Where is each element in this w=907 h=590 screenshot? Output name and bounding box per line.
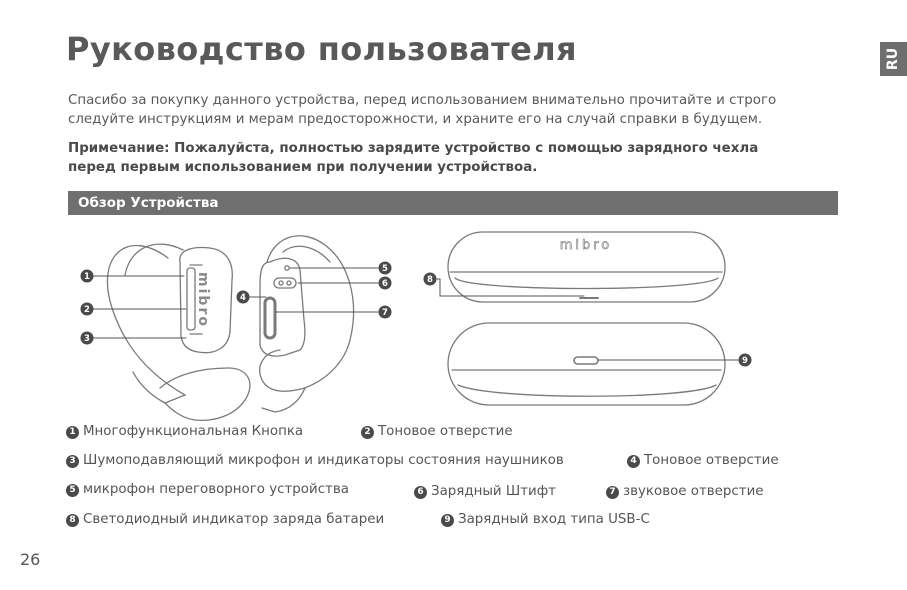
legend-number: 6 xyxy=(414,485,427,499)
callout-8: 8 xyxy=(423,272,437,286)
earbud-front-drawing xyxy=(106,243,251,421)
legend-number: 3 xyxy=(66,454,79,468)
legend-number: 1 xyxy=(66,425,79,439)
svg-text:8: 8 xyxy=(427,275,433,285)
svg-text:3: 3 xyxy=(84,334,90,344)
callout-6: 6 xyxy=(378,276,392,290)
language-tab: RU xyxy=(880,42,907,76)
device-illustration: mibro mibro 1 2 3 4 5 6 7 8 9 xyxy=(80,231,752,421)
callout-5: 5 xyxy=(378,261,392,275)
callout-1: 1 xyxy=(80,269,94,283)
svg-text:7: 7 xyxy=(382,308,388,318)
legend-item: 8 Светодиодный индикатор заряда батареи xyxy=(66,512,384,528)
svg-text:6: 6 xyxy=(382,279,388,289)
callout-2: 2 xyxy=(80,302,94,316)
language-label: RU xyxy=(885,47,902,71)
legend-item: 5 микрофон переговорного устройства xyxy=(66,482,349,498)
note-line-2: перед первым использованием при получени… xyxy=(68,160,538,175)
legend-number: 8 xyxy=(66,513,79,527)
legend-text: Светодиодный индикатор заряда батареи xyxy=(83,512,385,527)
earbud-brand-label: mibro xyxy=(195,272,211,328)
intro-line-1: Спасибо за покупку данного устройства, п… xyxy=(68,93,777,108)
svg-text:2: 2 xyxy=(84,305,90,315)
case-brand-label: mibro xyxy=(560,238,613,253)
legend-item: 4 Тоновое отверстие xyxy=(627,453,779,469)
legend-item: 7 звуковое отверстие xyxy=(606,484,764,500)
legend-text: микрофон переговорного устройства xyxy=(83,482,349,497)
earbud-back-drawing xyxy=(259,235,355,413)
legend-item: 9 Зарядный вход типа USB-C xyxy=(441,512,650,528)
legend-item: 3 Шумоподавляющий микрофон и индикаторы … xyxy=(66,453,564,469)
legend-text: Тоновое отверстие xyxy=(644,453,779,468)
intro-line-2: следуйте инструкциям и мерам предосторож… xyxy=(68,112,763,127)
legend-text: Тоновое отверстие xyxy=(378,424,513,439)
svg-text:9: 9 xyxy=(742,356,748,366)
legend-number: 2 xyxy=(361,425,374,439)
legend-number: 7 xyxy=(606,485,619,499)
legend-item: 2 Тоновое отверстие xyxy=(361,424,513,440)
legend-text: Зарядный Штифт xyxy=(431,484,556,499)
callout-3: 3 xyxy=(80,331,94,345)
page-number: 26 xyxy=(20,550,41,569)
legend-text: Многофункциональная Кнопка xyxy=(83,424,304,439)
note-line-1: Примечание: Пожалуйста, полностью заряди… xyxy=(68,141,759,156)
callout-4: 4 xyxy=(236,290,250,304)
legend-text: звуковое отверстие xyxy=(623,484,764,499)
legend-item: 6 Зарядный Штифт xyxy=(414,484,556,500)
case-bottom-drawing xyxy=(447,322,726,406)
legend-text: Зарядный вход типа USB-C xyxy=(458,512,650,527)
legend-number: 9 xyxy=(441,513,454,527)
intro-paragraph: Спасибо за покупку данного устройства, п… xyxy=(68,91,848,129)
legend-item: 1 Многофункциональная Кнопка xyxy=(66,424,303,440)
section-header: Обзор Устройства xyxy=(68,191,838,215)
callout-7: 7 xyxy=(378,305,392,319)
page-title: Руководство пользователя xyxy=(66,30,578,68)
callout-9: 9 xyxy=(738,353,752,367)
legend-number: 5 xyxy=(66,483,79,497)
legend-number: 4 xyxy=(627,454,640,468)
case-top-drawing xyxy=(447,231,726,303)
svg-text:1: 1 xyxy=(84,272,90,282)
svg-text:5: 5 xyxy=(382,264,388,274)
svg-text:4: 4 xyxy=(240,293,246,303)
legend-text: Шумоподавляющий микрофон и индикаторы со… xyxy=(83,453,564,468)
note-paragraph: Примечание: Пожалуйста, полностью заряди… xyxy=(68,139,848,177)
